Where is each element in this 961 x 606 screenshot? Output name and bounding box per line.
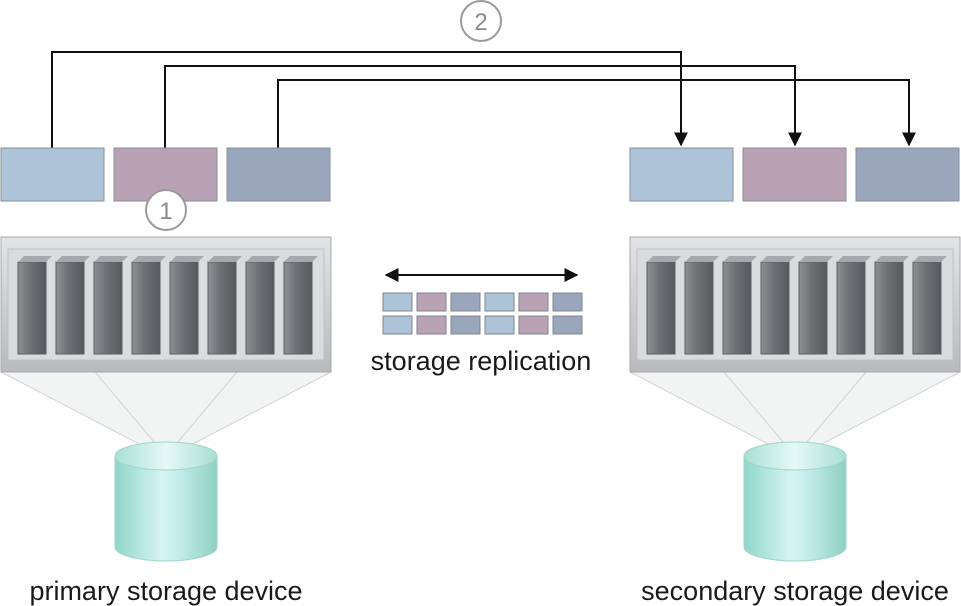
- secondary-block-slate: [855, 147, 960, 202]
- step-2-number: 2: [474, 9, 487, 36]
- secondary-block-mauve: [742, 147, 847, 202]
- replication-mini-block: [518, 315, 549, 335]
- replication-mini-block: [484, 315, 515, 335]
- connector-blue: [51, 51, 688, 148]
- secondary-drive-top: [799, 256, 833, 262]
- replication-mini-block: [518, 292, 549, 312]
- secondary-drive-top: [761, 256, 795, 262]
- secondary-storage-array: [629, 236, 961, 459]
- step-2-badge: 2: [460, 0, 502, 42]
- storage-replication: storage replication: [371, 268, 592, 376]
- secondary-drive-slot: [760, 261, 790, 355]
- secondary-drive-slot: [646, 261, 676, 355]
- secondary-drive-slot: [836, 261, 866, 355]
- secondary-drive-slot: [874, 261, 904, 355]
- secondary-block-blue: [629, 147, 734, 202]
- secondary-device-label: secondary storage device: [641, 576, 949, 606]
- replication-connectors: [51, 51, 916, 148]
- connector-mauve: [164, 65, 802, 148]
- secondary-drive-bay: [646, 256, 947, 355]
- secondary-drive-top: [685, 256, 719, 262]
- primary-drive-slot: [17, 261, 47, 355]
- secondary-drive-top: [723, 256, 757, 262]
- replication-mini-block: [416, 315, 447, 335]
- primary-drive-slot: [245, 261, 275, 355]
- primary-drive-slot: [55, 261, 85, 355]
- primary-drive-slot: [283, 261, 313, 355]
- replication-mini-block: [450, 292, 481, 312]
- primary-disk-cylinder: [114, 441, 218, 562]
- replication-mini-block: [484, 292, 515, 312]
- secondary-drive-top: [913, 256, 947, 262]
- secondary-drive-slot: [912, 261, 942, 355]
- replication-mini-block: [382, 315, 413, 335]
- connector-slate: [277, 79, 916, 148]
- replication-mini-block: [416, 292, 447, 312]
- primary-drive-top: [56, 256, 90, 262]
- secondary-drive-slot: [722, 261, 752, 355]
- primary-drive-top: [94, 256, 128, 262]
- primary-drive-top: [170, 256, 204, 262]
- secondary-drive-top: [647, 256, 681, 262]
- secondary-drive-top: [875, 256, 909, 262]
- primary-drive-slot: [169, 261, 199, 355]
- secondary-disk-cylinder: [743, 441, 847, 562]
- secondary-drive-top: [837, 256, 871, 262]
- secondary-drive-slot: [798, 261, 828, 355]
- primary-drive-slot: [207, 261, 237, 355]
- replication-mini-block: [450, 315, 481, 335]
- primary-drive-top: [208, 256, 242, 262]
- primary-drive-top: [132, 256, 166, 262]
- primary-block-blue: [0, 147, 105, 202]
- step-1-badge: 1: [145, 189, 187, 231]
- primary-drive-top: [284, 256, 318, 262]
- step-1-number: 1: [159, 198, 172, 225]
- replication-label: storage replication: [371, 346, 592, 376]
- primary-storage-array: [0, 236, 332, 459]
- replication-mini-block: [382, 292, 413, 312]
- primary-block-slate: [226, 147, 331, 202]
- primary-drive-top: [246, 256, 280, 262]
- replication-mini-block: [552, 292, 583, 312]
- replication-mini-blocks: [382, 292, 583, 335]
- primary-device-label: primary storage device: [29, 576, 302, 606]
- primary-drive-bay: [17, 256, 318, 355]
- replication-mini-block: [552, 315, 583, 335]
- primary-drive-slot: [131, 261, 161, 355]
- primary-drive-slot: [93, 261, 123, 355]
- secondary-data-blocks: [629, 147, 960, 202]
- secondary-drive-slot: [684, 261, 714, 355]
- primary-drive-top: [18, 256, 52, 262]
